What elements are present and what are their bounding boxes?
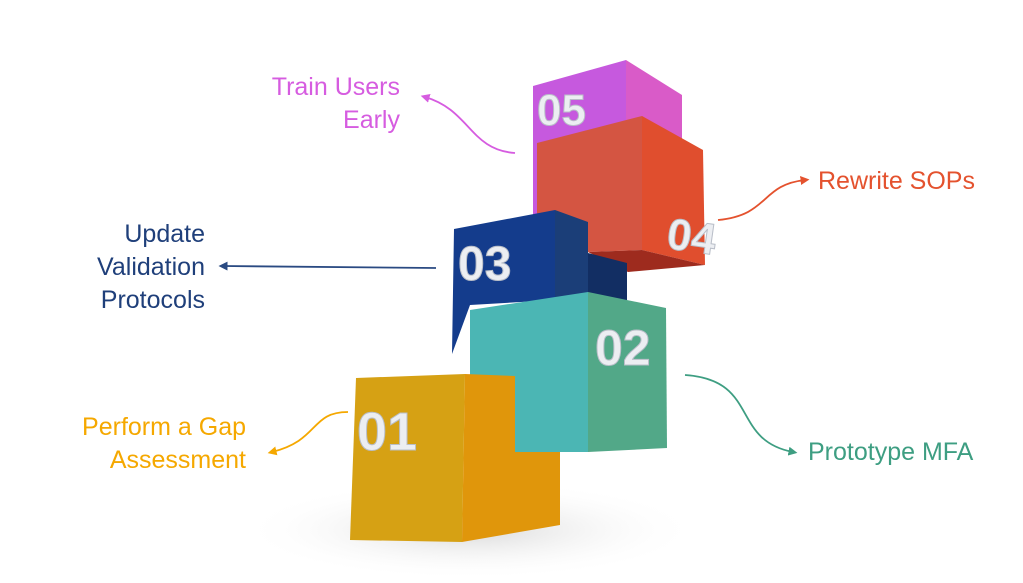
arrow-gap-assessment (267, 411, 349, 456)
label-line: Validation (97, 253, 205, 281)
label-prototype-mfa: Prototype MFA (808, 436, 973, 469)
cube-number-04: 04 (664, 210, 720, 265)
label-train-users: Train Users Early (272, 71, 400, 137)
arrow-train-users (420, 93, 516, 154)
label-line: Rewrite SOPs (818, 167, 975, 195)
label-line: Prototype MFA (808, 438, 974, 466)
label-line: Early (343, 106, 400, 134)
arrow-update-validation (218, 261, 437, 271)
arrow-rewrite-sops (717, 176, 810, 221)
label-line: Train Users (271, 73, 400, 101)
label-gap-assessment: Perform a Gap Assessment (82, 411, 246, 477)
label-line: Update (124, 220, 205, 248)
arrow-prototype-mfa (684, 374, 798, 456)
label-line: Perform a Gap (82, 413, 246, 441)
cube-01: 01 (350, 374, 560, 542)
label-line: Protocols (100, 286, 205, 314)
cube-number-02: 02 (595, 320, 651, 376)
label-update-validation: Update Validation Protocols (97, 218, 205, 317)
cube-number-05: 05 (537, 86, 586, 135)
cube-03: 03 (452, 210, 627, 354)
cube-number-01: 01 (357, 402, 417, 462)
label-rewrite-sops: Rewrite SOPs (818, 165, 975, 198)
cube-number-03: 03 (458, 238, 511, 291)
label-line: Assessment (109, 446, 246, 474)
